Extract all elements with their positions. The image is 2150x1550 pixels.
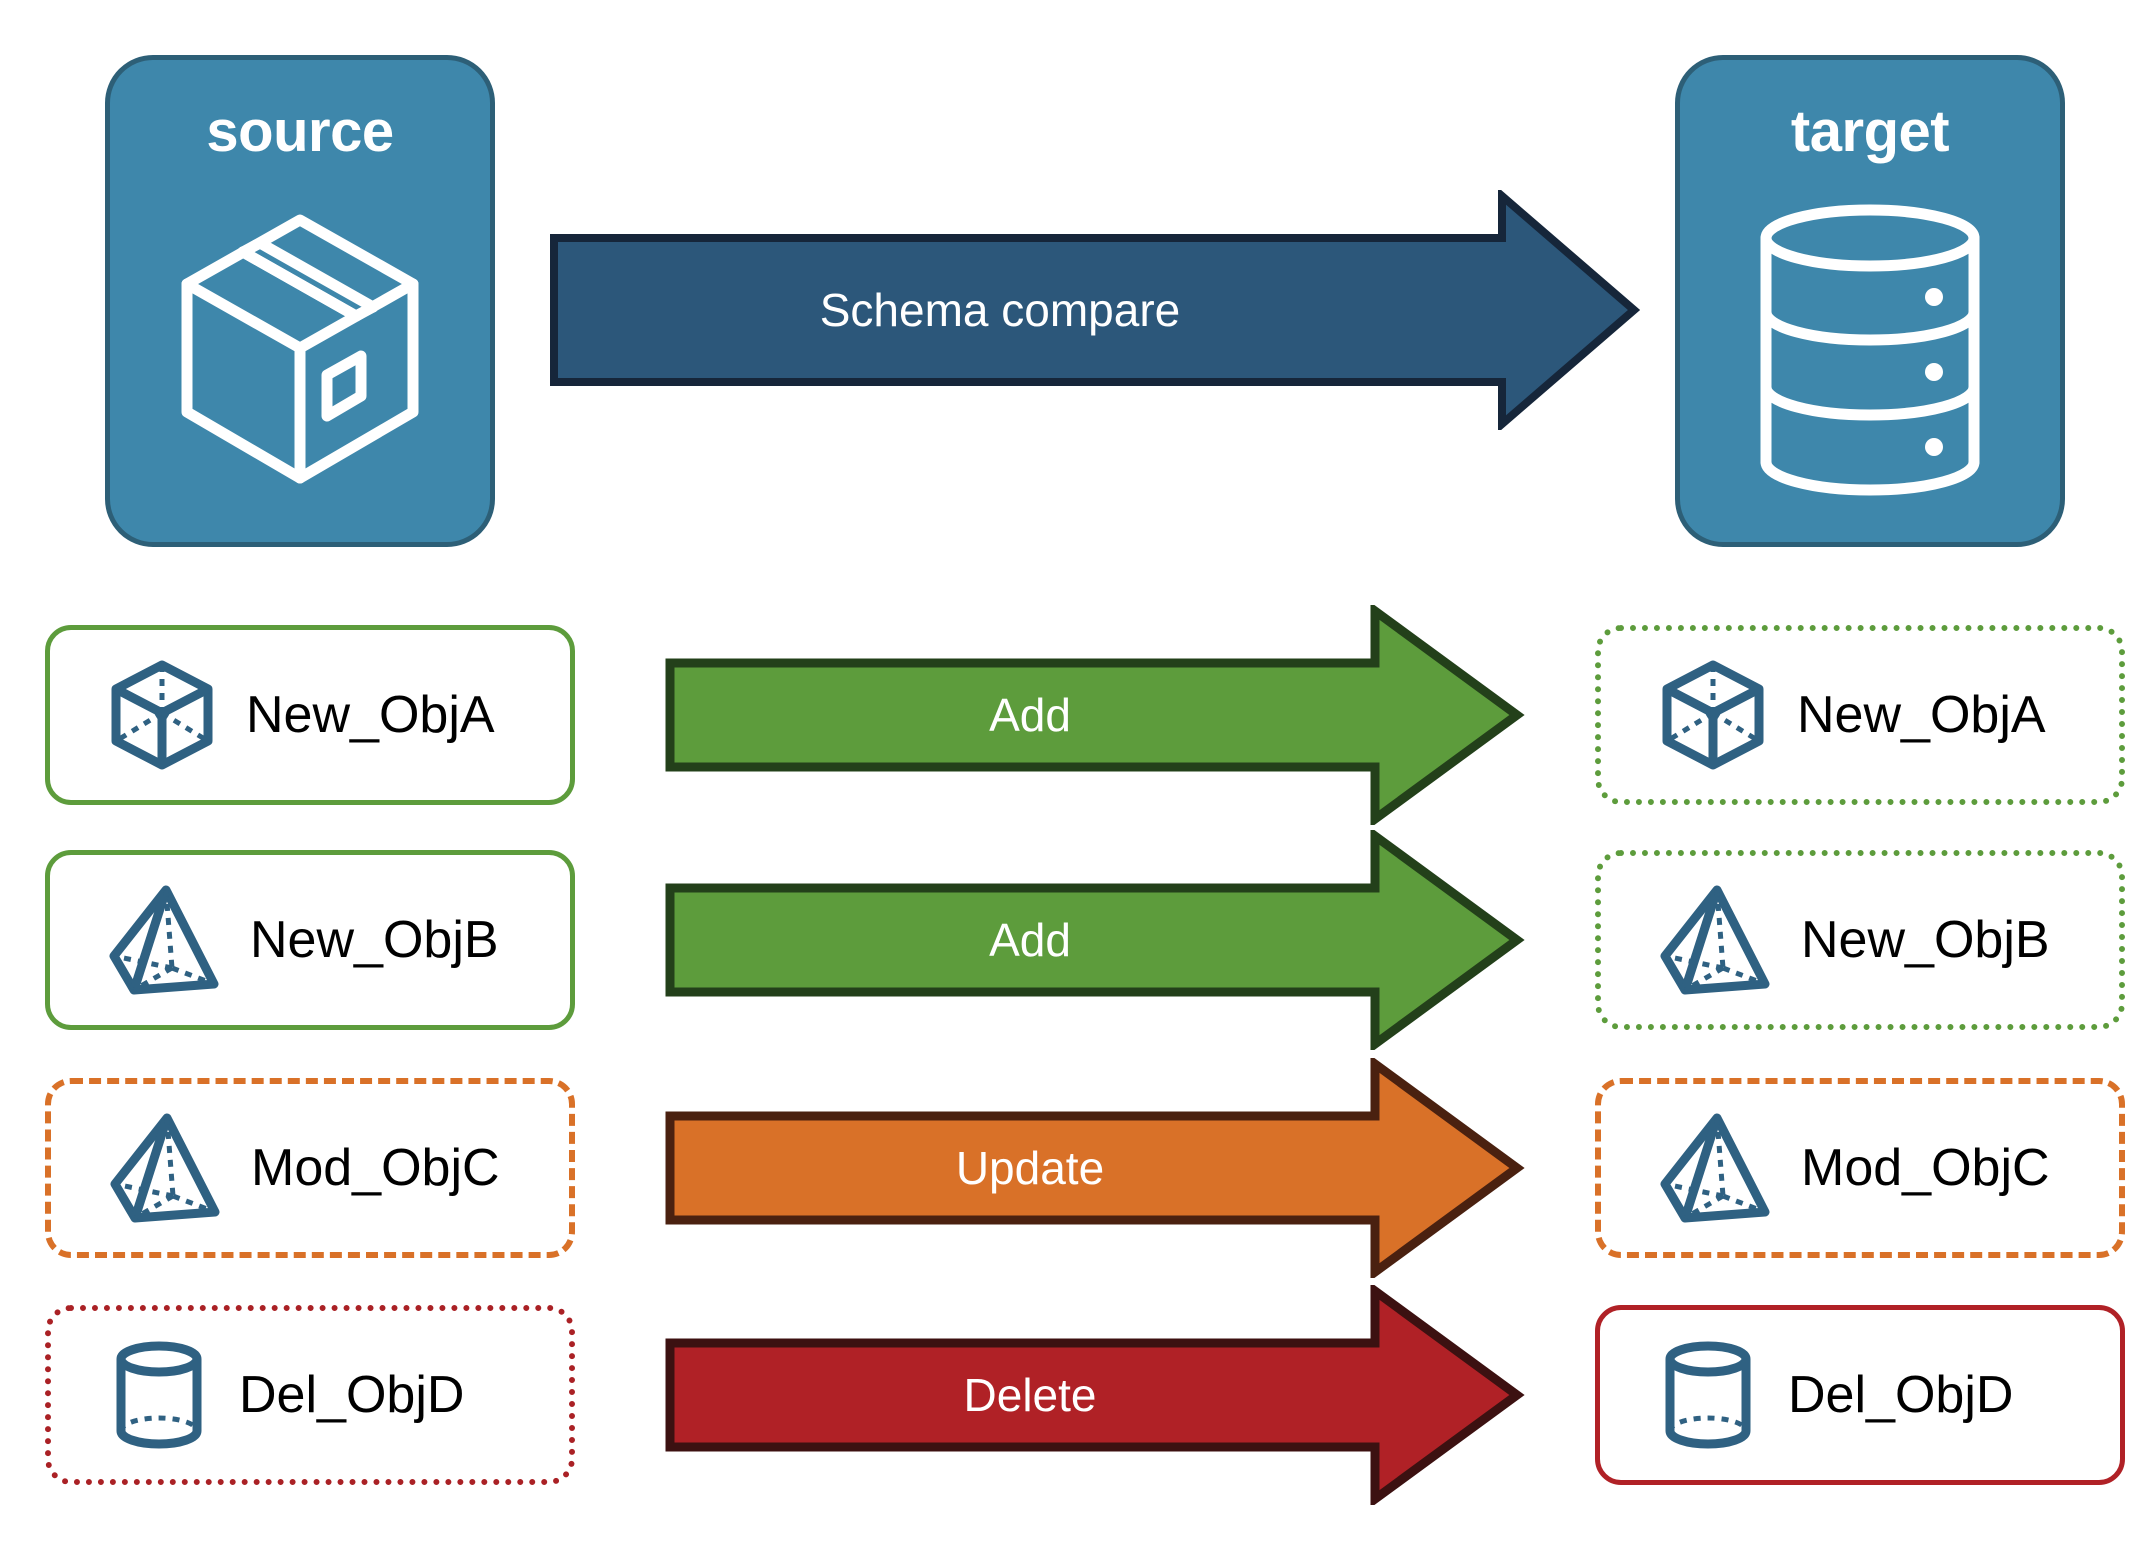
source-object-card[interactable]: New_ObjA [45, 625, 575, 805]
wireframe-pyramid-icon [1659, 884, 1771, 996]
source-object-card[interactable]: New_ObjB [45, 850, 575, 1030]
target-object-card[interactable]: Mod_ObjC [1595, 1078, 2125, 1258]
source-object-card[interactable]: Mod_ObjC [45, 1078, 575, 1258]
schema-compare-arrow[interactable]: Schema compare [550, 187, 1641, 433]
target-object-card[interactable]: Del_ObjD [1595, 1305, 2125, 1485]
delete-arrow[interactable]: Delete [665, 1282, 1525, 1508]
source-object-label: Mod_ObjC [251, 1139, 500, 1197]
source-object-label: Del_ObjD [239, 1366, 465, 1424]
source-object-label: New_ObjB [250, 911, 499, 969]
target-object-label: Mod_ObjC [1801, 1139, 2050, 1197]
add-arrow[interactable]: Add [665, 602, 1525, 828]
source-endpoint-card[interactable]: source [105, 55, 495, 547]
package-box-icon [165, 200, 435, 505]
wireframe-cube-icon [1659, 659, 1767, 771]
target-object-label: New_ObjB [1801, 911, 2050, 969]
wireframe-pyramid-icon [108, 884, 220, 996]
wireframe-cube-icon [108, 659, 216, 771]
target-object-label: Del_ObjD [1788, 1366, 2014, 1424]
target-label: target [1790, 99, 1950, 164]
database-cylinder-icon [1745, 200, 1995, 505]
add-arrow[interactable]: Add [665, 827, 1525, 1053]
target-object-label: New_ObjA [1797, 686, 2046, 744]
source-object-label: New_ObjA [246, 686, 495, 744]
target-object-card[interactable]: New_ObjB [1595, 850, 2125, 1030]
wireframe-cylinder-icon [1658, 1339, 1758, 1451]
source-object-card[interactable]: Del_ObjD [45, 1305, 575, 1485]
wireframe-pyramid-icon [1659, 1112, 1771, 1224]
update-arrow[interactable]: Update [665, 1055, 1525, 1281]
source-label: source [206, 99, 394, 164]
target-endpoint-card[interactable]: target [1675, 55, 2065, 547]
wireframe-pyramid-icon [109, 1112, 221, 1224]
target-object-card[interactable]: New_ObjA [1595, 625, 2125, 805]
wireframe-cylinder-icon [109, 1339, 209, 1451]
